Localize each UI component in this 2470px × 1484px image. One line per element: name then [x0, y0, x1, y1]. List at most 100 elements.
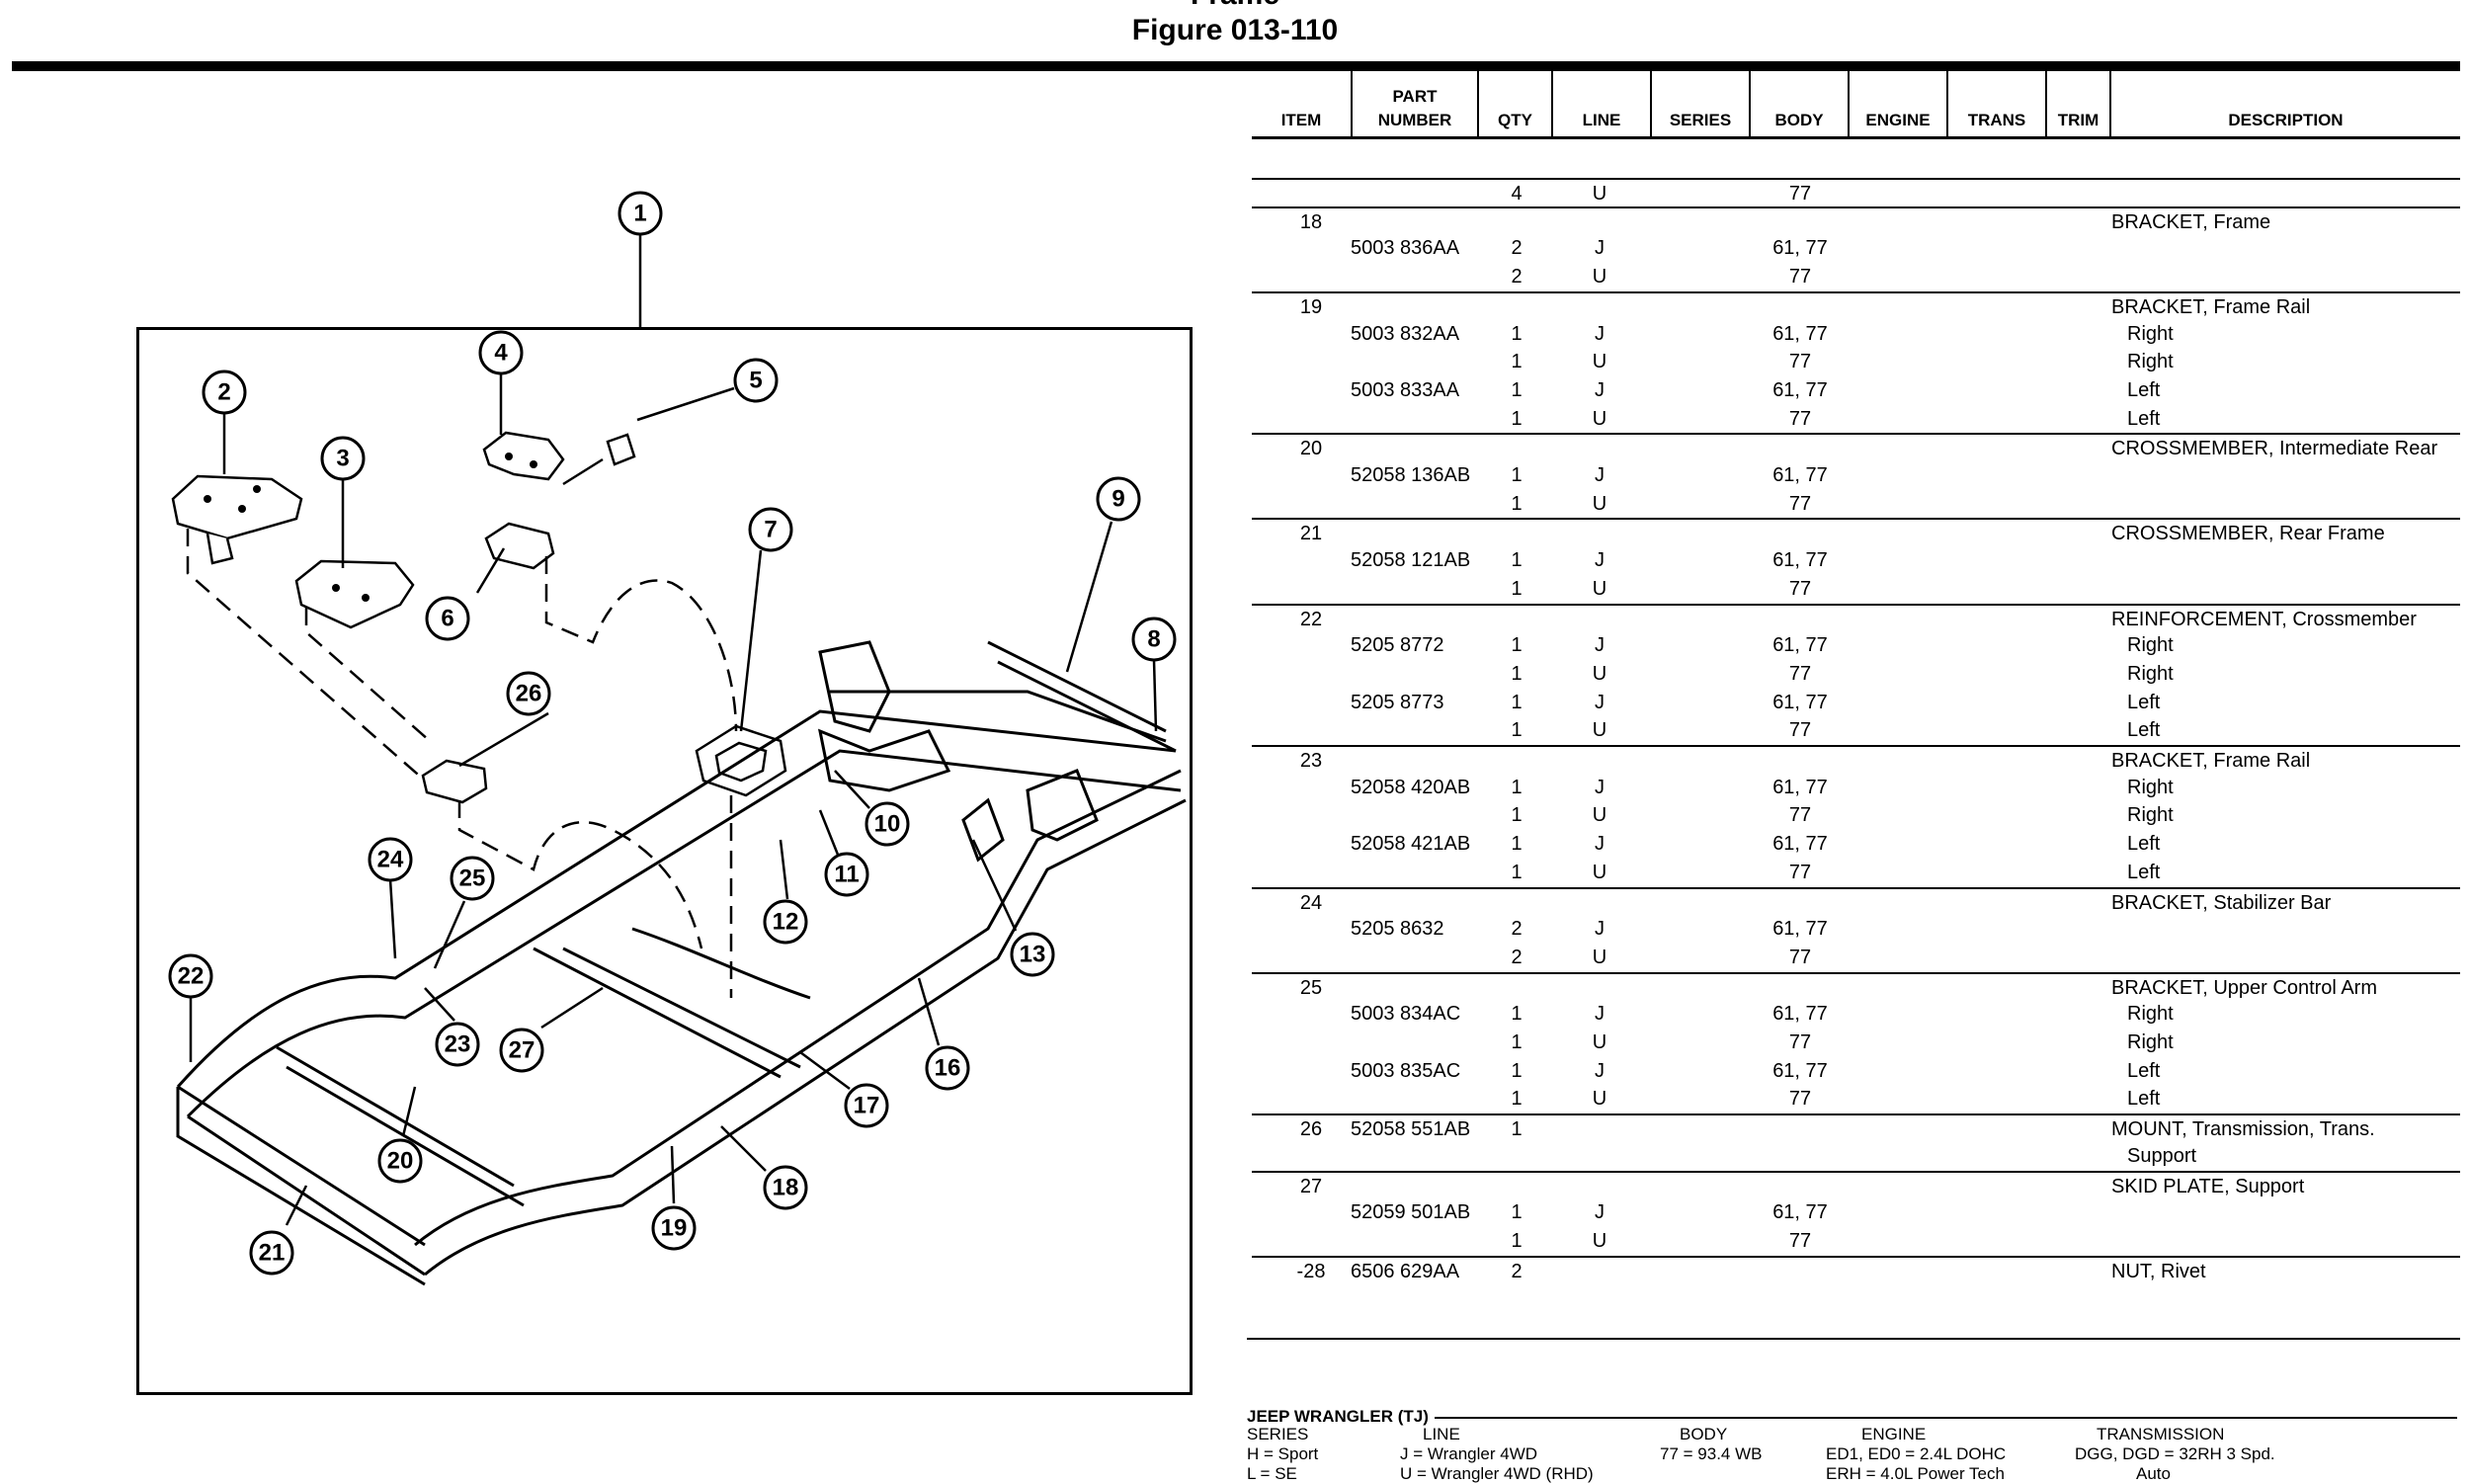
- cell-description: Right: [2127, 322, 2174, 345]
- svg-text:23: 23: [445, 1031, 471, 1058]
- cell-description: Right: [2127, 804, 2174, 827]
- cell-description: REINFORCEMENT, Crossmember: [2111, 608, 2417, 630]
- legend-series-2: L = SE: [1247, 1464, 1297, 1483]
- legend-body-header: BODY: [1680, 1425, 1728, 1443]
- svg-text:17: 17: [854, 1093, 880, 1119]
- dash-line-6: [544, 556, 738, 732]
- callout-26: 26: [506, 671, 551, 716]
- cell-item: 22: [1299, 608, 1323, 630]
- callout-23: 23: [435, 1022, 480, 1067]
- cell-body: 77: [1788, 946, 1812, 968]
- cell-line: J: [1595, 464, 1605, 486]
- legend-trans-1: DGG, DGD = 32RH 3 Spd.: [2075, 1444, 2275, 1463]
- cell-line: J: [1595, 918, 1605, 941]
- cell-part-number: 52058 136AB: [1351, 464, 1471, 486]
- cell-body: 61, 77: [1772, 322, 1828, 345]
- callout-25: 25: [450, 856, 495, 901]
- legend-title: JEEP WRANGLER (TJ): [1247, 1407, 1429, 1426]
- col-engine: ENGINE: [1850, 69, 1948, 136]
- cell-line: J: [1595, 833, 1605, 856]
- callout-11: 11: [824, 852, 869, 897]
- callout-5: 5: [733, 358, 779, 403]
- callout-17: 17: [844, 1083, 889, 1128]
- cell-line: U: [1592, 407, 1607, 430]
- cell-qty: 1: [1511, 719, 1523, 742]
- legend-line-1: J = Wrangler 4WD: [1400, 1444, 1538, 1463]
- cell-line: U: [1592, 1031, 1607, 1053]
- cell-description: Left: [2127, 719, 2161, 742]
- cell-part-number: 5205 8632: [1351, 918, 1444, 941]
- svg-text:12: 12: [773, 909, 799, 936]
- cell-item: 20: [1299, 438, 1323, 460]
- cell-line: U: [1592, 1088, 1607, 1111]
- cell-line: J: [1595, 322, 1605, 345]
- legend-trans-header: TRANSMISSION: [2097, 1425, 2225, 1443]
- svg-text:5: 5: [749, 368, 762, 394]
- leader-lines: [189, 373, 1158, 1226]
- cell-body: 61, 77: [1772, 691, 1828, 713]
- dash-line-3: [304, 608, 431, 742]
- cell-body: 77: [1788, 266, 1812, 289]
- cell-body: 77: [1788, 1088, 1812, 1111]
- cell-line: J: [1595, 549, 1605, 572]
- bracket-part-3: [294, 559, 415, 629]
- cell-body: 77: [1788, 351, 1812, 373]
- cell-part-number: 52058 421AB: [1351, 833, 1471, 856]
- callout-3: 3: [320, 436, 366, 481]
- svg-text:3: 3: [336, 446, 349, 472]
- cell-body: 61, 77: [1772, 1059, 1828, 1082]
- svg-text:24: 24: [377, 847, 404, 873]
- cell-body: 77: [1788, 492, 1812, 515]
- callout-19: 19: [651, 1205, 697, 1251]
- col-trans: TRANS: [1948, 69, 2047, 136]
- cell-qty: 1: [1511, 1118, 1523, 1141]
- callout-16: 16: [925, 1045, 970, 1091]
- svg-text:10: 10: [874, 811, 901, 838]
- cell-line: J: [1595, 1003, 1605, 1026]
- svg-text:7: 7: [764, 517, 777, 543]
- cell-qty: 1: [1511, 1201, 1523, 1224]
- callout-1: 1: [618, 191, 663, 236]
- cell-part-number: 5003 835AC: [1351, 1059, 1461, 1082]
- cell-description: Left: [2127, 691, 2161, 713]
- cell-item: 27: [1299, 1175, 1323, 1197]
- col-trim: TRIM: [2047, 69, 2111, 136]
- cell-part-number: 5205 8772: [1351, 634, 1444, 657]
- cell-line: J: [1595, 691, 1605, 713]
- cell-body: 77: [1788, 577, 1812, 600]
- cell-qty: 4: [1511, 183, 1523, 205]
- cell-description: BRACKET, Stabilizer Bar: [2111, 891, 2332, 914]
- legend-engine-1: ED1, ED0 = 2.4L DOHC: [1826, 1444, 2007, 1463]
- cell-item: 21: [1299, 523, 1323, 545]
- cell-qty: 1: [1511, 691, 1523, 713]
- cell-body: 77: [1788, 804, 1812, 827]
- cell-body: 77: [1788, 861, 1812, 883]
- cell-qty: 1: [1511, 407, 1523, 430]
- cell-body: 61, 77: [1772, 833, 1828, 856]
- legend-line-2: U = Wrangler 4WD (RHD): [1400, 1464, 1594, 1483]
- cell-part-number: 6506 629AA: [1351, 1260, 1460, 1282]
- callout-22: 22: [168, 953, 213, 999]
- legend-rule: [1435, 1417, 2457, 1419]
- cell-description: BRACKET, Upper Control Arm: [2111, 976, 2377, 999]
- cell-qty: 2: [1511, 946, 1523, 968]
